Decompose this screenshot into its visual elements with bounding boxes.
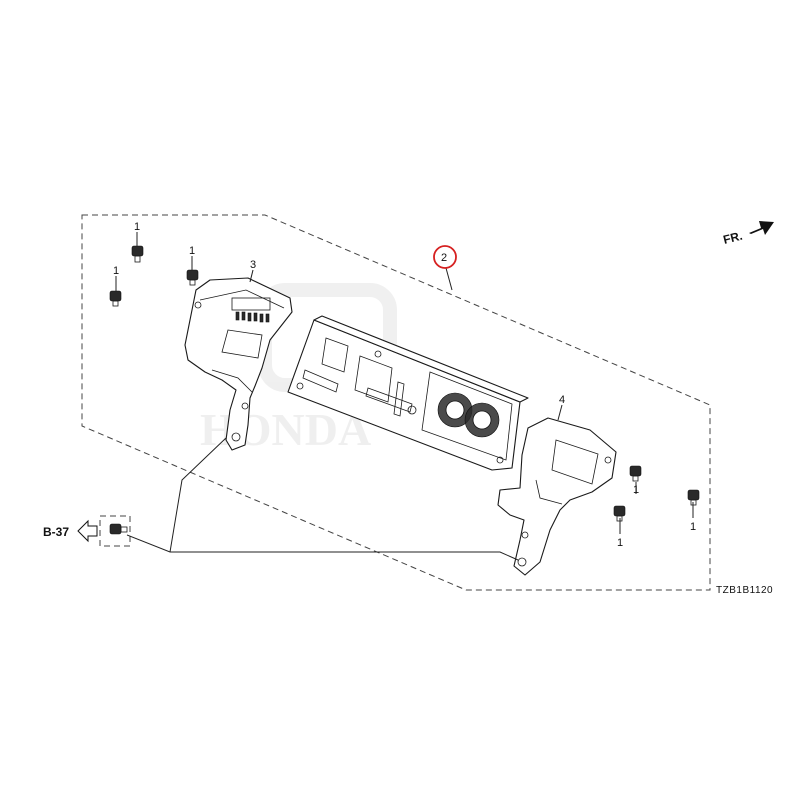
b37-screw-frame	[99, 515, 131, 547]
reference-arrow-icon	[77, 519, 98, 543]
screw-top-left-lower	[109, 290, 122, 307]
callout-screw-right-c: 1	[690, 521, 696, 533]
control-dials	[437, 392, 500, 438]
callout-screw-top-left-lower: 1	[113, 265, 119, 277]
screw-top-left-upper	[131, 245, 144, 263]
callout-screw-right-a: 1	[633, 484, 639, 496]
direction-label: FR.	[722, 229, 744, 247]
screw-b37	[109, 523, 128, 535]
right-bracket	[497, 417, 617, 576]
callout-screw-top-mid: 1	[189, 245, 195, 257]
assembly-boundary	[81, 214, 711, 591]
callout-main-unit-highlight	[433, 245, 457, 269]
reference-label[interactable]: B-37	[43, 525, 69, 539]
callout-right-bracket: 4	[559, 394, 565, 406]
screw-right-a	[629, 465, 642, 482]
screw-right-c	[687, 489, 700, 506]
b37-reference[interactable]: B-37	[43, 519, 98, 543]
front-direction-indicator: FR.	[722, 221, 774, 247]
callout-main-unit: 2	[441, 252, 447, 264]
diagram-code: TZB1B1120	[716, 585, 773, 596]
callout-screw-top-left-upper: 1	[134, 221, 140, 233]
leader-lines	[115, 232, 694, 561]
left-bracket	[184, 277, 293, 451]
callout-left-bracket: 3	[250, 259, 256, 271]
screw-top-mid	[186, 269, 199, 286]
callout-screw-right-b: 1	[617, 537, 623, 549]
main-unit	[287, 315, 529, 471]
direction-arrow-icon	[749, 221, 774, 235]
screw-right-b	[613, 505, 626, 522]
